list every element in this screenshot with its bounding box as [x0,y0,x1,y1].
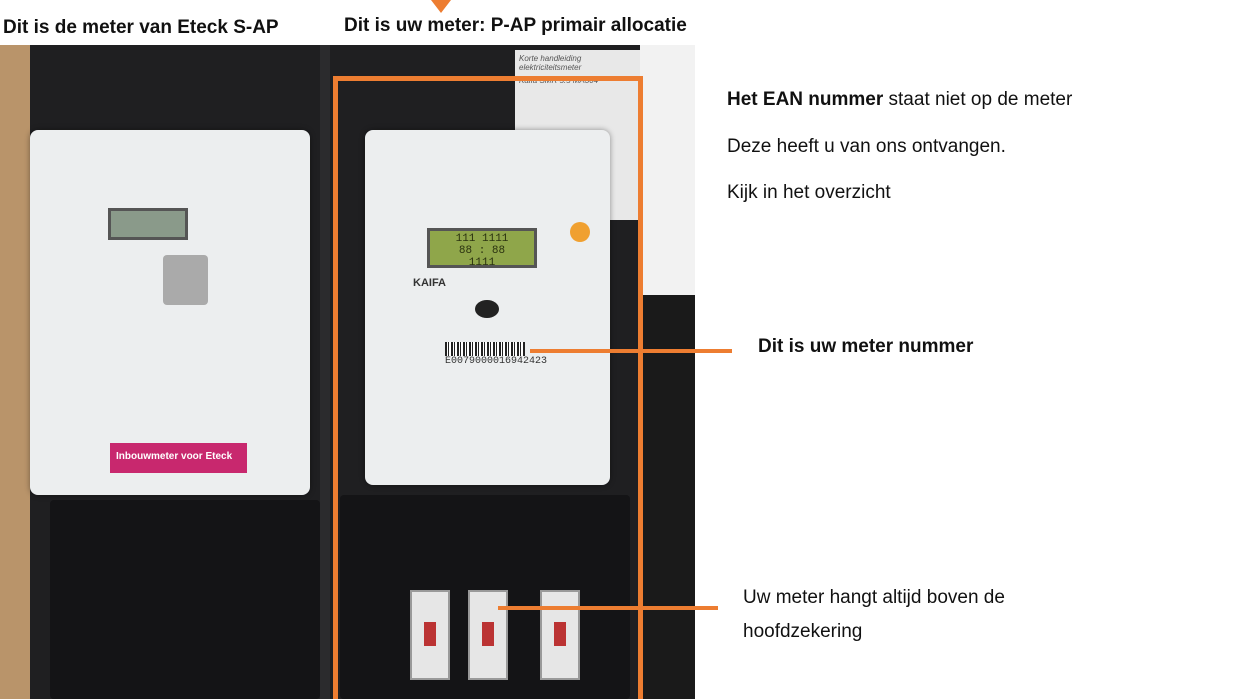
pointer-line-meter-number [530,349,732,353]
info-line3: Kijk in het overzicht [727,182,891,203]
breaker [410,590,450,680]
barcode [445,342,525,356]
ean-rest: staat niet op de meter [883,89,1073,110]
pointer-line-fuse [498,606,718,610]
arrow-down-icon [431,0,451,13]
meter-number-label: Dit is uw meter nummer [758,336,974,357]
info-line2: Deze heeft u van ons ontvangen. [727,136,1006,157]
fuse-label-line2: hoofdzekering [743,621,863,642]
kaifa-brand: KAIFA [413,277,446,289]
meter-serial: E0079000016942423 [445,356,548,367]
breaker [540,590,580,680]
optical-port [475,300,499,318]
ean-info: Het EAN nummer staat niet op de meter [727,89,1072,111]
wood-wall [0,45,30,699]
your-meter-label: Dit is uw meter: P-AP primair allocatie [344,15,687,36]
paper-note [640,45,695,295]
side-shadow [640,295,695,699]
highlight-frame [333,76,643,699]
button-icon [570,222,590,242]
eteck-meter: Inbouwmeter voor Eteck [30,130,310,495]
eteck-sticker: Inbouwmeter voor Eteck [110,443,247,473]
fuse-label-line1: Uw meter hangt altijd boven de [743,587,1005,608]
manual-title: Korte handleiding elektriciteitsmeter [519,54,582,72]
left-connection-box [50,500,320,699]
meter-cabinet-photo: Korte handleiding elektriciteitsmeter Ka… [0,45,695,699]
eteck-display [108,208,188,240]
main-fuse-box [340,495,630,699]
left-meter-label: Dit is de meter van Eteck S-AP [3,17,279,38]
breaker [468,590,508,680]
optical-port [163,255,208,305]
ean-bold: Het EAN nummer [727,89,884,110]
